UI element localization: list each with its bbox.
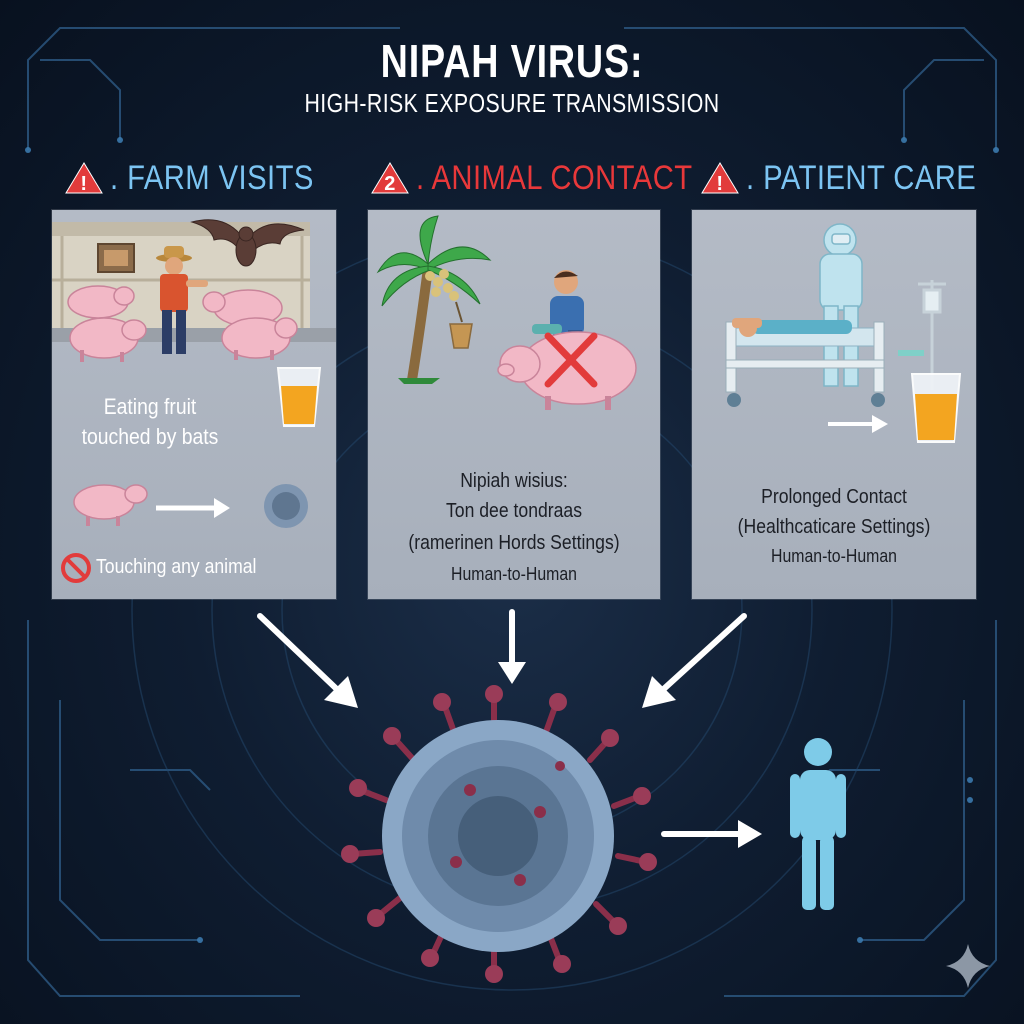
panel-text-line: Human-to-Human (771, 546, 897, 566)
pig-icon (497, 331, 637, 410)
pig-icons (67, 285, 298, 359)
warning-number: ! (716, 173, 723, 195)
panel-text-line: Touching any animal (96, 556, 257, 578)
animal-contact-illustration (376, 215, 637, 410)
juice-glass-icon (910, 373, 962, 443)
section-heading-patient-care: ! . PATIENT CARE (700, 158, 1014, 198)
warning-number: ! (80, 173, 87, 195)
farm-scene-illustration (52, 219, 336, 583)
arrow-right-icon (828, 415, 888, 433)
panel-animal-contact: Nipiah wisius: Ton dee tondraas (ramerin… (368, 210, 660, 599)
warning-icon: 2 (371, 162, 409, 195)
small-pig-icon (73, 484, 148, 526)
panel-farm-visits: Eating fruit touched by bats Touching an… (52, 210, 336, 599)
palm-tree-icon (376, 215, 492, 384)
warning-number: 2 (384, 173, 396, 195)
warning-icon: ! (701, 162, 739, 195)
section-heading-farm-visits: ! . FARM VISITS (64, 158, 347, 198)
patient-care-illustration (725, 223, 962, 443)
arrow-right-icon (156, 498, 230, 518)
panel-text-line: Prolonged Contact (761, 486, 907, 508)
section-heading-text: . ANIMAL CONTACT (416, 158, 693, 197)
panel-text-line: Eating fruit (103, 394, 197, 419)
syringe-icon (898, 350, 924, 356)
page-subtitle: HIGH-RISK EXPOSURE TRANSMISSION (304, 88, 720, 118)
patient-figure (732, 318, 852, 337)
warning-icon: ! (65, 162, 103, 195)
panel-patient-care: Prolonged Contact (Healthcaticare Settin… (692, 210, 976, 599)
iv-stand-icon (918, 280, 946, 390)
cross-mark-icon (544, 332, 598, 388)
juice-glass-icon (276, 367, 322, 427)
prohibited-icon (61, 553, 91, 583)
panel-text-line: Nipiah wisius: (460, 470, 568, 492)
bat-icon (190, 219, 305, 267)
section-heading-text: . FARM VISITS (110, 158, 314, 197)
panel-text-line: Ton dee tondraas (445, 500, 583, 522)
farmer-figure (156, 246, 208, 354)
page-title: NIPAH VIRUS: (380, 35, 644, 87)
panel-text-line: Human-to-Human (451, 564, 577, 584)
section-heading-animal-contact: 2 . ANIMAL CONTACT (370, 158, 738, 198)
section-heading-text: . PATIENT CARE (746, 158, 977, 197)
panel-text-line: (ramerinen Hords Settings) (408, 532, 620, 554)
small-virus-icon (264, 484, 308, 528)
panel-text-line: (Healthcaticare Settings) (737, 516, 931, 538)
panel-text-line: touched by bats (81, 424, 219, 449)
